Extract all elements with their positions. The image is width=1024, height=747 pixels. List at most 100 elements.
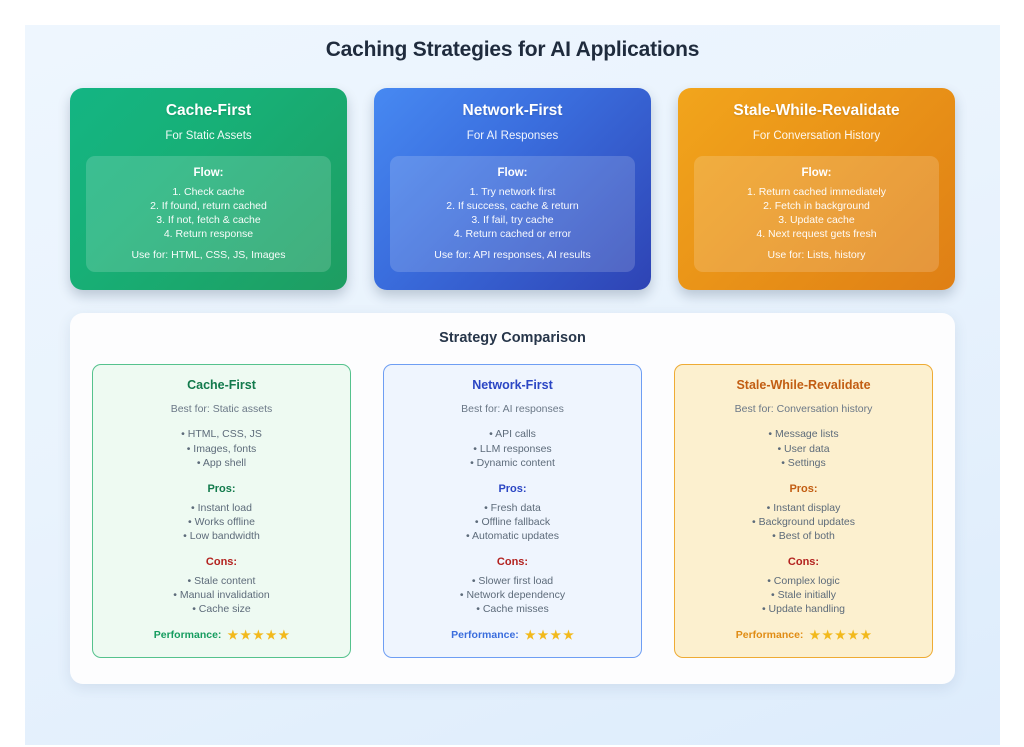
list-item: • Message lists: [768, 428, 839, 441]
list-item: • Instant display: [766, 501, 841, 514]
list-item: • Images, fonts: [186, 442, 257, 455]
performance-rating: Performance: ★★★★★: [685, 629, 922, 641]
star-icon: ★: [524, 627, 536, 642]
strategy-card-subtitle: For AI Responses: [466, 130, 559, 142]
list-item: • Dynamic content: [470, 457, 555, 470]
flow-step: 3. If not, fetch & cache: [156, 213, 261, 226]
pros-label: Pros:: [207, 482, 236, 495]
strategy-card-stale-while-revalidate[interactable]: Stale-While-Revalidate For Conversation …: [678, 88, 955, 291]
cons-label: Cons:: [496, 555, 529, 568]
list-item: • Stale content: [187, 574, 256, 587]
performance-rating: Performance: ★★★★: [394, 629, 631, 641]
cons-label: Cons:: [205, 555, 238, 568]
star-icon: ★: [822, 627, 833, 642]
comparison-column-title: Stale-While-Revalidate: [736, 378, 871, 393]
comparison-column-network-first[interactable]: Network-First Best for: AI responses • A…: [383, 364, 642, 658]
list-item: • Cache size: [192, 603, 251, 616]
list-item: • Instant load: [191, 501, 252, 514]
star-icon: ★: [834, 627, 846, 642]
star-icon: ★: [550, 627, 562, 642]
comparison-use-case-list: • HTML, CSS, JS • Images, fonts • App sh…: [103, 427, 340, 470]
comparison-column-stale-while-revalidate[interactable]: Stale-While-Revalidate Best for: Convers…: [674, 364, 933, 658]
comparison-columns: Cache-First Best for: Static assets • HT…: [92, 364, 933, 658]
strategy-card-cache-first[interactable]: Cache-First For Static Assets Flow: 1. C…: [70, 88, 347, 291]
performance-rating: Performance: ★★★★★: [103, 629, 340, 641]
list-item: • Works offline: [188, 515, 255, 528]
flow-use-for: Use for: Lists, history: [767, 249, 866, 262]
list-item: • Stale initially: [771, 589, 836, 602]
strategy-card-title: Cache-First: [165, 102, 252, 119]
list-item: • HTML, CSS, JS: [181, 428, 262, 441]
flow-label: Flow:: [497, 167, 528, 179]
list-item: • Update handling: [761, 603, 846, 616]
pros-group: Pros: • Fresh data • Offline fallback • …: [394, 483, 631, 544]
comparison-use-case-list: • API calls • LLM responses • Dynamic co…: [394, 427, 631, 470]
star-rating: ★★★★: [525, 629, 574, 641]
list-item: • Slower first load: [471, 574, 554, 587]
flow-step: 4. Return response: [163, 227, 254, 240]
cons-group: Cons: • Stale content • Manual invalidat…: [103, 556, 340, 617]
comparison-column-cache-first[interactable]: Cache-First Best for: Static assets • HT…: [92, 364, 351, 658]
flow-box: Flow: 1. Try network first 2. If success…: [390, 156, 635, 273]
performance-label: Performance:: [153, 628, 222, 641]
flow-step: 2. Fetch in background: [763, 199, 870, 212]
pros-group: Pros: • Instant display • Background upd…: [685, 483, 922, 544]
flow-label: Flow:: [193, 167, 224, 179]
list-item: • Best of both: [772, 530, 835, 543]
flow-use-for: Use for: HTML, CSS, JS, Images: [131, 249, 286, 262]
pros-label: Pros:: [789, 482, 818, 495]
strategy-card-subtitle: For Static Assets: [165, 130, 252, 142]
comparison-best-for: Best for: AI responses: [461, 403, 564, 416]
star-icon: ★: [240, 627, 251, 642]
comparison-column-title: Cache-First: [187, 378, 256, 393]
list-item: • Complex logic: [767, 574, 840, 587]
flow-step: 2. If success, cache & return: [446, 199, 579, 212]
star-rating: ★★★★★: [227, 629, 289, 641]
flow-step: 3. If fail, try cache: [471, 213, 554, 226]
list-item: • Low bandwidth: [183, 530, 260, 543]
star-rating: ★★★★★: [809, 629, 871, 641]
pros-group: Pros: • Instant load • Works offline • L…: [103, 483, 340, 544]
list-item: • Cache misses: [476, 603, 549, 616]
list-item: • LLM responses: [473, 442, 552, 455]
list-item: • App shell: [196, 457, 247, 470]
list-item: • Background updates: [752, 515, 855, 528]
star-icon: ★: [278, 627, 290, 642]
star-icon: ★: [537, 627, 549, 642]
cons-label: Cons:: [787, 555, 820, 568]
poster-canvas: Caching Strategies for AI Applications C…: [25, 25, 1000, 745]
list-item: • Fresh data: [484, 501, 541, 514]
strategy-card-network-first[interactable]: Network-First For AI Responses Flow: 1. …: [374, 88, 651, 291]
flow-step: 1. Check cache: [172, 186, 245, 198]
star-icon: ★: [227, 627, 239, 642]
list-item: • Settings: [781, 457, 826, 470]
flow-box: Flow: 1. Check cache 2. If found, return…: [86, 156, 331, 273]
comparison-best-for: Best for: Conversation history: [734, 403, 873, 416]
list-item: • User data: [777, 442, 830, 455]
comparison-column-title: Network-First: [472, 378, 553, 393]
list-item: • API calls: [489, 428, 536, 441]
pros-label: Pros:: [498, 482, 527, 495]
flow-box: Flow: 1. Return cached immediately 2. Fe…: [694, 156, 939, 273]
star-icon: ★: [265, 627, 277, 642]
strategy-card-subtitle: For Conversation History: [752, 130, 881, 142]
cons-group: Cons: • Complex logic • Stale initially …: [685, 556, 922, 617]
flow-step: 3. Update cache: [778, 213, 855, 226]
comparison-best-for: Best for: Static assets: [170, 403, 273, 416]
page-title: Caching Strategies for AI Applications: [325, 38, 700, 61]
flow-step: 1. Return cached immediately: [747, 186, 886, 198]
flow-step: 4. Return cached or error: [453, 227, 572, 240]
star-icon: ★: [847, 627, 859, 642]
list-item: • Network dependency: [459, 589, 566, 602]
comparison-use-case-list: • Message lists • User data • Settings: [685, 427, 922, 470]
performance-label: Performance:: [735, 628, 804, 641]
list-item: • Offline fallback: [474, 515, 551, 528]
star-icon: ★: [252, 627, 264, 642]
strategy-comparison-panel: Strategy Comparison Cache-First Best for…: [70, 313, 955, 684]
star-icon: ★: [563, 627, 574, 642]
performance-label: Performance:: [451, 628, 519, 641]
star-icon: ★: [860, 627, 872, 642]
strategy-cards-row: Cache-First For Static Assets Flow: 1. C…: [25, 62, 1000, 291]
flow-step: 2. If found, return cached: [150, 199, 267, 212]
strategy-card-title: Stale-While-Revalidate: [733, 102, 900, 119]
